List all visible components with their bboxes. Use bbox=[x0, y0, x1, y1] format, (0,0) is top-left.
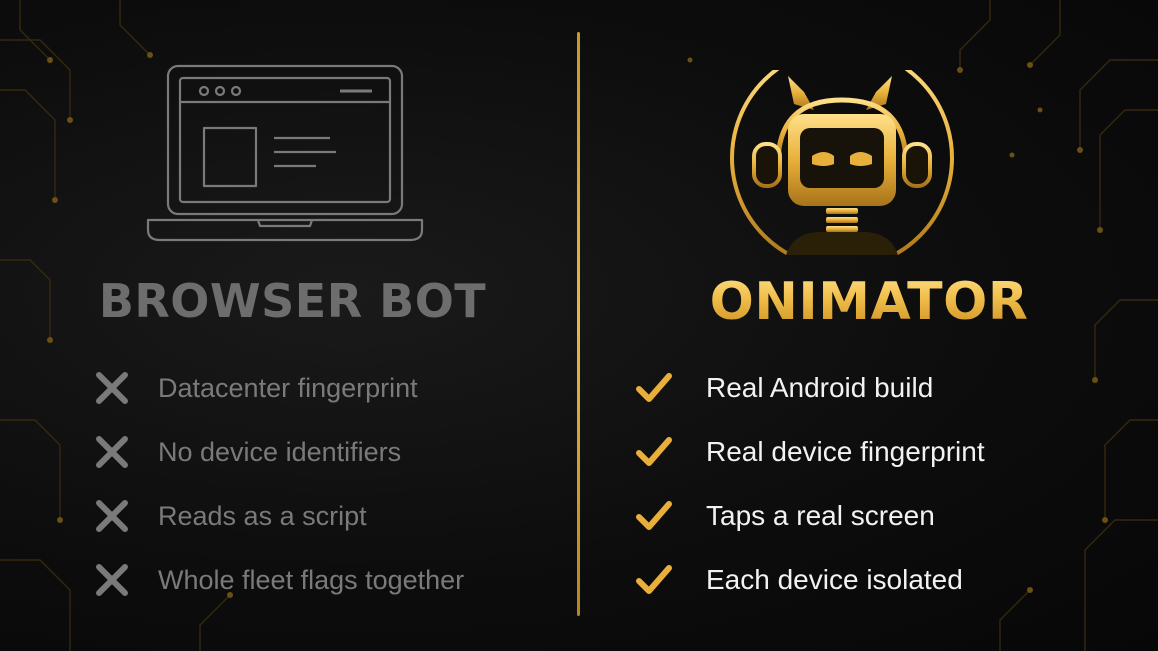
list-item-label: Reads as a script bbox=[158, 500, 367, 531]
check-icon bbox=[636, 373, 672, 402]
list-item: Datacenter fingerprint bbox=[92, 356, 464, 420]
check-icon bbox=[636, 437, 672, 466]
x-icon bbox=[96, 436, 128, 468]
list-item-label: No device identifiers bbox=[158, 436, 402, 467]
robot-logo-icon bbox=[730, 70, 954, 255]
x-icon bbox=[96, 500, 128, 532]
list-item-label: Each device isolated bbox=[706, 564, 963, 595]
list-item: Reads as a script bbox=[92, 484, 464, 548]
check-icon bbox=[636, 501, 672, 530]
center-divider bbox=[577, 32, 580, 616]
onimator-list: Real Android build Real device fingerpri… bbox=[634, 356, 985, 612]
list-item-label: Taps a real screen bbox=[706, 500, 935, 531]
list-item-label: Datacenter fingerprint bbox=[158, 372, 418, 403]
x-icon bbox=[96, 564, 128, 596]
list-item: Taps a real screen bbox=[634, 484, 985, 548]
list-item-label: Real device fingerprint bbox=[706, 436, 985, 467]
x-icon bbox=[96, 372, 128, 404]
list-item: No device identifiers bbox=[92, 420, 464, 484]
browser-bot-title: BROWSER BOT bbox=[98, 274, 487, 328]
list-item: Whole fleet flags together bbox=[92, 548, 464, 612]
list-item: Real Android build bbox=[634, 356, 985, 420]
browser-bot-list: Datacenter fingerprint No device identif… bbox=[92, 356, 464, 612]
list-item-label: Real Android build bbox=[706, 372, 934, 403]
list-item: Each device isolated bbox=[634, 548, 985, 612]
list-item-label: Whole fleet flags together bbox=[158, 564, 465, 595]
list-item: Real device fingerprint bbox=[634, 420, 985, 484]
onimator-title: ONIMATOR bbox=[580, 272, 1158, 332]
check-icon bbox=[636, 565, 672, 594]
laptop-icon bbox=[146, 64, 424, 242]
